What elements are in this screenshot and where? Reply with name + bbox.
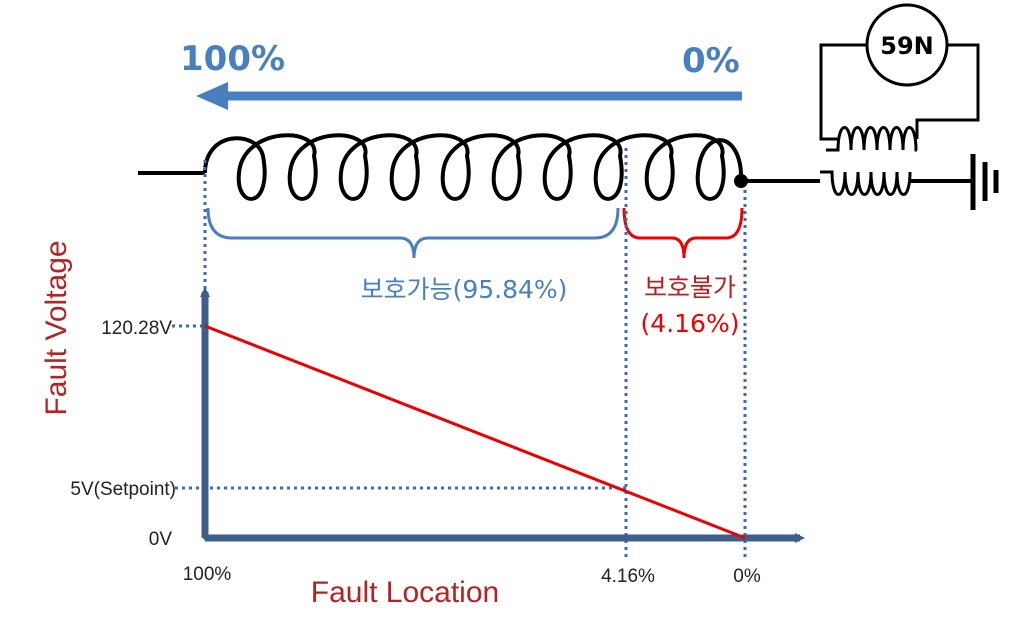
x-tick-left: 100% xyxy=(183,564,232,585)
y-tick-zero: 0V xyxy=(149,529,173,550)
protectable-zone-label: 보호가능(95.84%) xyxy=(361,275,568,304)
neutral-point-dot xyxy=(734,174,748,188)
fault-voltage-line xyxy=(204,324,746,540)
y-tick-setpoint: 5V(Setpoint) xyxy=(70,479,176,500)
x-tick-right: 0% xyxy=(733,566,761,587)
unprotectable-zone-brace xyxy=(622,207,744,259)
relay-label: 59N xyxy=(880,32,933,60)
relay-59n-circle xyxy=(865,3,949,87)
y-axis-title: Fault Voltage xyxy=(40,240,73,415)
relay-wire-left xyxy=(819,43,866,141)
x-tick-setpoint: 4.16% xyxy=(601,566,655,587)
protectable-zone-brace xyxy=(206,207,620,259)
scale-right-label: 0% xyxy=(682,41,740,81)
generator-winding-coil xyxy=(203,133,744,201)
scale-left-label: 100% xyxy=(180,39,285,79)
unprotectable-zone-label: 보호불가 xyxy=(644,273,736,302)
x-axis-title: Fault Location xyxy=(311,576,499,609)
y-tick-max: 120.28V xyxy=(101,318,172,339)
ground-icon xyxy=(970,154,999,210)
unprotectable-zone-percent: (4.16%) xyxy=(641,309,740,338)
direction-arrow-head xyxy=(196,82,228,110)
relay-wire-right xyxy=(915,43,980,139)
grounding-transformer-secondary xyxy=(820,170,912,196)
grounding-transformer-primary xyxy=(826,126,918,152)
